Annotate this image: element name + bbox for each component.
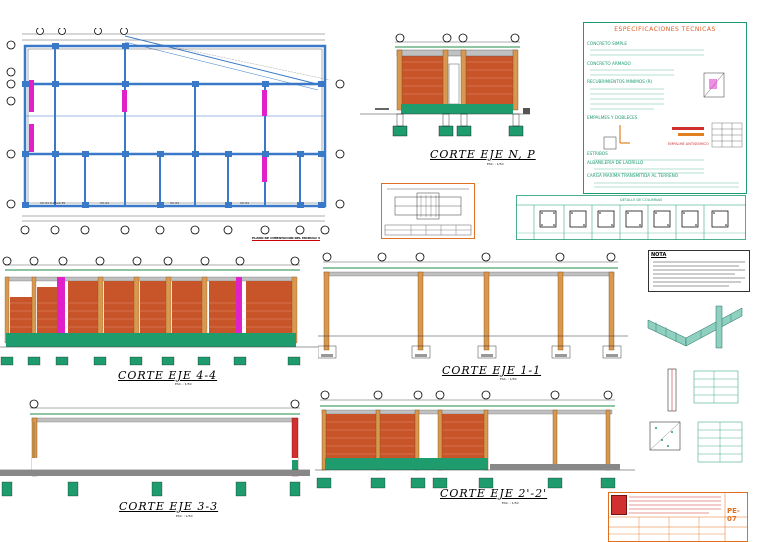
spec-heading: ALBAÑILERIA DE LADRILLO bbox=[587, 160, 644, 165]
notes-lines bbox=[653, 261, 745, 287]
foundation-plan: VC-01 0.25x0.45 VC-01 VC-01 VC-01 bbox=[6, 28, 345, 235]
specs-title: ESPECIFICACIONES TECNICAS bbox=[614, 26, 716, 33]
footing-detail bbox=[649, 421, 743, 463]
sheet-number: PE-07 bbox=[727, 507, 740, 523]
section-np-title: CORTE EJE N, P bbox=[430, 148, 536, 161]
title-block: PE-07 bbox=[608, 492, 748, 542]
detail-orange bbox=[381, 183, 475, 239]
logo bbox=[611, 495, 627, 515]
title-block-lines bbox=[609, 493, 747, 541]
column-elevation-detail bbox=[667, 368, 739, 412]
notes-panel: NOTA bbox=[648, 250, 750, 292]
spec-heading: CONCRETO ARMADO bbox=[587, 61, 631, 66]
section-np-scale: ESC. : 1/50 bbox=[487, 162, 504, 166]
spec-heading: ESTRIBOS bbox=[587, 151, 608, 156]
svg-text:VC-01: VC-01 bbox=[240, 201, 249, 205]
section-11-title: CORTE EJE 1-1 bbox=[442, 364, 542, 377]
section-22 bbox=[315, 390, 635, 489]
section-22-title: CORTE EJE 2'-2' bbox=[440, 487, 548, 500]
notes-title: NOTA bbox=[651, 252, 667, 258]
spec-heading: CARGA MAXIMA TRANSMITIDA AL TERRENO bbox=[587, 173, 679, 178]
spec-heading: RECUBRIMIENTOS MINIMOS (R) bbox=[587, 79, 653, 84]
specs-body: CONCRETO SIMPLE CONCRETO ARMADO RECUBRIM… bbox=[587, 41, 743, 188]
spec-heading: CONCRETO SIMPLE bbox=[587, 41, 627, 46]
section-33-scale: ESC. : 1/50 bbox=[176, 514, 193, 518]
spec-heading: EMPALMES Y DOBLECES bbox=[587, 115, 638, 120]
section-44-title: CORTE EJE 4-4 bbox=[118, 369, 218, 382]
section-44 bbox=[0, 256, 318, 366]
section-11 bbox=[318, 252, 628, 359]
column-iso-detail bbox=[647, 305, 743, 349]
section-np bbox=[360, 33, 530, 137]
splice-label: EMPALME ANTISISMICO bbox=[668, 142, 709, 146]
section-11-scale: ESC. : 1/50 bbox=[500, 377, 517, 381]
plan-caption: PLANO DE CIMENTACION DEL MODULO 3 bbox=[252, 236, 320, 241]
column-schedule: DETALLE DE COLUMNAS bbox=[516, 195, 746, 240]
section-33 bbox=[0, 399, 310, 497]
specs-panel: ESPECIFICACIONES TECNICAS CONCRETO SIMPL… bbox=[583, 22, 747, 194]
section-22-scale: ESC. : 1/50 bbox=[502, 501, 519, 505]
svg-text:VC-01: VC-01 bbox=[100, 201, 109, 205]
section-44-scale: ESC. : 1/50 bbox=[175, 382, 192, 386]
svg-text:VC-01 0.25x0.45: VC-01 0.25x0.45 bbox=[40, 201, 65, 205]
section-33-title: CORTE EJE 3-3 bbox=[119, 500, 219, 513]
svg-text:VC-01: VC-01 bbox=[170, 201, 179, 205]
schedule-title: DETALLE DE COLUMNAS bbox=[620, 198, 663, 202]
